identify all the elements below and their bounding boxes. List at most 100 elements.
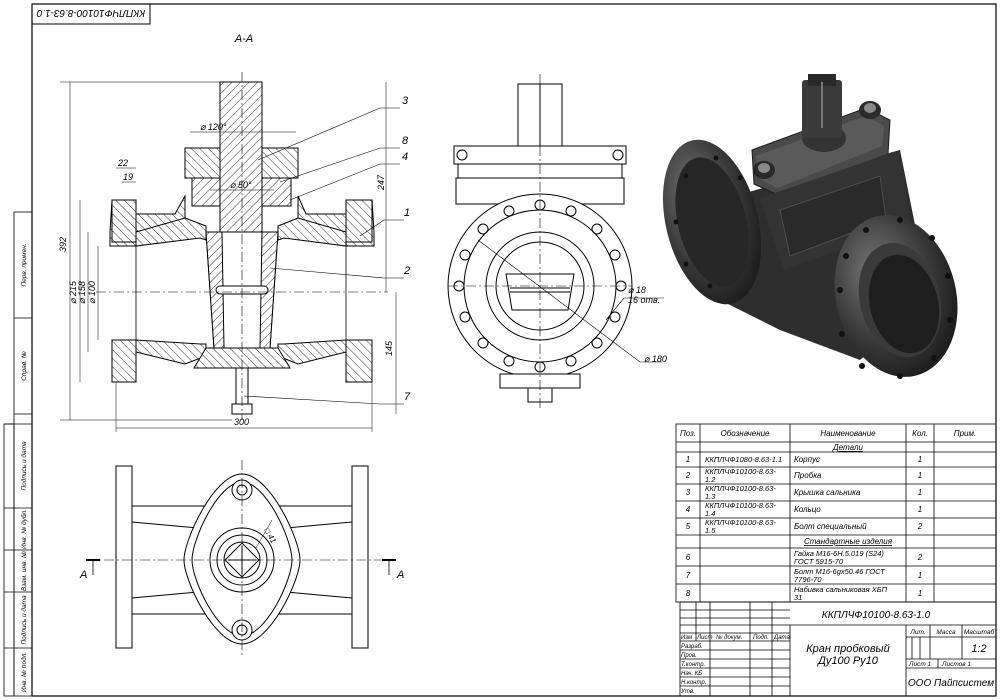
role-tcontrol: Т.контр.: [681, 662, 705, 668]
row-name: Крышка сальника: [794, 488, 861, 497]
role-chief: Нач. КБ: [681, 671, 702, 677]
dim-19: 19: [123, 172, 133, 182]
row-qty: 1: [918, 455, 922, 464]
row-pos: 1: [686, 455, 690, 464]
leader-2: 2: [403, 265, 410, 277]
section-mark-right: А: [396, 569, 404, 581]
row-pos: 6: [686, 553, 691, 562]
side-label: Подпись и дата: [20, 595, 28, 645]
section-label: А-А: [234, 33, 253, 45]
col-qty: Кол.: [912, 429, 928, 438]
dim-d180: ⌀ 180: [644, 354, 667, 364]
spec-table-text: Поз. Обозначение Наименование Кол. Прим.…: [680, 429, 976, 602]
row-pos: 3: [686, 488, 691, 497]
col-izm: Изм: [681, 635, 692, 641]
row-name: Гайка М16-6Н.5.019 (S24): [794, 549, 884, 558]
mass-label: Масса: [936, 629, 956, 636]
row-pos: 8: [686, 589, 691, 598]
row-pos: 2: [685, 471, 691, 480]
side-label: Взам. инв. №: [21, 551, 28, 591]
leader-4: 4: [402, 151, 408, 163]
row-qty: 1: [918, 589, 922, 598]
side-view-dims: ⌀ 18 16 отв. ⌀ 180: [628, 285, 667, 364]
doc-designation: ККПЛЧФ10100-8.63-1.0: [822, 610, 931, 621]
top-view: [86, 460, 396, 656]
row-name: Болт М16-6gх50.46 ГОСТ: [794, 567, 886, 576]
row-name-2: 7796-70: [794, 575, 822, 584]
row-name: Кольцо: [794, 505, 821, 514]
side-strip: Перв. примен. Справ. № Подпись и дата Ин…: [3, 211, 33, 697]
col-sign: Подп.: [753, 635, 769, 641]
dim-145: 145: [384, 340, 394, 356]
side-label: Подпись и дата: [20, 441, 28, 491]
scale-value: 1:2: [971, 643, 986, 655]
title-block: [679, 601, 997, 697]
dim-300: 300: [234, 417, 249, 427]
col-date: Дата: [773, 635, 790, 641]
dim-holes: 16 отв.: [628, 295, 660, 305]
role-ncontrol: Н.контр.: [681, 680, 706, 686]
section-details: Детали: [832, 443, 863, 452]
drawing-title-2: Ду100 Ру10: [816, 655, 879, 667]
dim-d158: ⌀ 158: [77, 281, 87, 304]
leader-7: 7: [404, 391, 411, 403]
col-pos: Поз.: [680, 429, 696, 438]
row-qty: 1: [918, 488, 922, 497]
leader-1: 1: [404, 207, 410, 219]
row-code: ККПЛЧФ10100-8.63-: [705, 467, 776, 476]
row-qty: 1: [918, 471, 922, 480]
leader-3: 3: [402, 95, 409, 107]
sheet-number: Лист 1: [908, 661, 932, 668]
dim-22: 22: [117, 158, 128, 168]
dim-d120: ⌀ 120°: [200, 122, 227, 132]
dim-d100: ⌀ 100: [87, 281, 97, 304]
role-approver: Утв.: [680, 689, 695, 695]
side-label: Инв. № дубл.: [20, 509, 28, 549]
dim-d215: ⌀ 215: [68, 280, 78, 304]
rotated-stamp-text: ККПЛЧФ10100-8.63-1.0: [36, 7, 145, 18]
row-code: ККПЛЧФ10100-8.63-: [705, 501, 776, 510]
dim-d50: ⌀ 50°: [230, 180, 252, 190]
spec-table: [675, 423, 997, 603]
row-qty: 2: [917, 553, 923, 562]
col-code: Обозначение: [720, 429, 770, 438]
row-code-2: 1.5: [705, 526, 716, 535]
row-code-2: 1.2: [705, 475, 716, 484]
leader-numbers: 3 8 4 1 2 7: [402, 95, 411, 403]
side-view: [447, 74, 664, 410]
row-name: Болт специальный: [794, 522, 867, 531]
row-name: Корпус: [794, 455, 820, 464]
role-developer: Разраб.: [681, 644, 703, 650]
organization: ООО Пайпсистем: [908, 678, 994, 689]
row-name: Пробка: [794, 471, 822, 480]
rotated-stamp: ККПЛЧФ10100-8.63-1.0: [31, 3, 151, 25]
row-name-2: 31: [794, 593, 802, 602]
dim-247: 247: [376, 174, 386, 191]
row-qty: 1: [918, 505, 922, 514]
row-qty: 1: [918, 571, 922, 580]
row-qty: 2: [917, 522, 923, 531]
section-view: А-А: [60, 33, 404, 432]
side-label: Перв. примен.: [21, 243, 28, 286]
role-checker: Пров.: [681, 653, 697, 659]
title-block-text: ККПЛЧФ10100-8.63-1.0 Изм Лист № докум. П…: [680, 610, 995, 695]
row-code-2: 1.4: [705, 509, 715, 518]
section-mark-left: А: [79, 569, 87, 581]
drawing-title-1: Кран пробковый: [806, 643, 890, 655]
row-pos: 5: [686, 522, 691, 531]
side-label: Инв. № подл.: [20, 652, 28, 693]
col-list: Лист: [696, 635, 712, 641]
row-name-2: ГОСТ 5915-70: [794, 557, 844, 566]
row-pos: 7: [686, 571, 691, 580]
row-pos: 4: [686, 505, 691, 514]
side-label: Справ. №: [21, 351, 28, 381]
bolt-holes: [453, 199, 627, 373]
row-code: ККПЛЧФ10100-8.63-: [705, 484, 776, 493]
sheets-total: Листов 1: [941, 661, 971, 668]
dim-d18: ⌀ 18: [628, 285, 646, 295]
row-code-2: 1.3: [705, 492, 716, 501]
col-note: Прим.: [954, 429, 976, 438]
row-name: Набивка сальниковая ХБП: [794, 585, 888, 594]
row-code: ККПЛЧФ1080-8.63-1.1: [705, 455, 782, 464]
